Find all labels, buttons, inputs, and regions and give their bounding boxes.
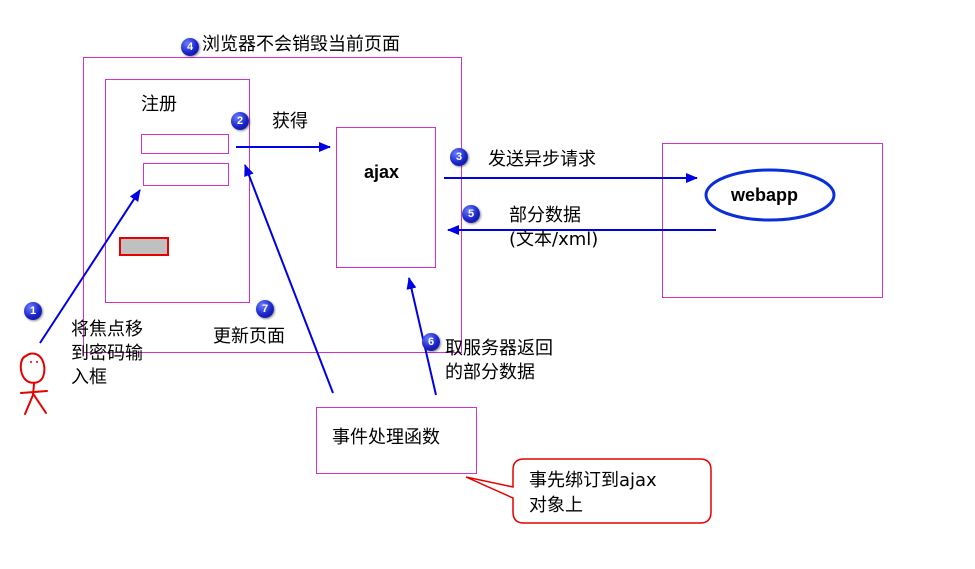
step-4-badge: 4 — [181, 38, 199, 56]
arrow-focus — [39, 189, 141, 344]
step-7-label: 更新页面 — [213, 326, 285, 347]
step-2-label: 获得 — [272, 111, 308, 132]
step-3-badge: 3 — [450, 148, 468, 166]
submit-button[interactable] — [119, 237, 169, 256]
step-5-badge: 5 — [462, 205, 480, 223]
event-handler-box — [316, 407, 477, 474]
step-7-badge: 7 — [256, 300, 274, 318]
webapp-label: webapp — [731, 185, 799, 205]
step-6-label: 取服务器返回 的部分数据 — [445, 338, 553, 383]
username-field[interactable] — [141, 134, 229, 154]
step-1-badge: 1 — [24, 302, 42, 320]
callout-bubble — [465, 458, 712, 524]
user-figure — [19, 352, 48, 415]
register-form-box — [105, 79, 250, 303]
browser-page-frame — [83, 57, 462, 353]
step-4-label: 浏览器不会销毁当前页面 — [202, 34, 400, 55]
arrow-update-page — [244, 164, 334, 394]
step-6-badge: 6 — [422, 333, 440, 351]
password-field[interactable] — [143, 163, 229, 186]
callout-text: 事先绑订到ajax 对象上 — [529, 470, 657, 516]
step-5-label: 部分数据 (文本/xml) — [509, 205, 599, 250]
server-box — [662, 143, 883, 298]
step-3-label: 发送异步请求 — [488, 149, 596, 170]
step-2-badge: 2 — [231, 112, 249, 130]
ajax-label: ajax — [364, 162, 400, 182]
register-title: 注册 — [141, 94, 177, 115]
step-1-label: 将焦点移 到密码输 入框 — [71, 319, 143, 388]
event-handler-label: 事件处理函数 — [332, 427, 440, 448]
webapp-ellipse — [704, 168, 836, 222]
ajax-object-box — [336, 127, 436, 268]
